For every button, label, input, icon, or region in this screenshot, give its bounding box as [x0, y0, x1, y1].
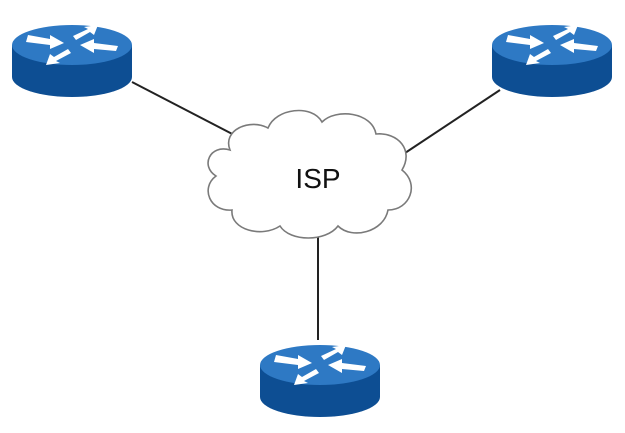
link-top-right-to-isp: [401, 89, 501, 156]
router-top-left: [12, 25, 132, 97]
router-bottom: [260, 345, 380, 417]
cloud-icon: [207, 109, 413, 239]
router-icon: [492, 25, 612, 97]
router-icon: [12, 25, 132, 97]
isp-label: ISP: [295, 163, 340, 194]
router-top-right: [492, 25, 612, 97]
link-top-left-to-isp: [131, 81, 241, 139]
isp-cloud: ISP: [207, 109, 413, 239]
router-icon: [260, 345, 380, 417]
links: [131, 81, 501, 340]
